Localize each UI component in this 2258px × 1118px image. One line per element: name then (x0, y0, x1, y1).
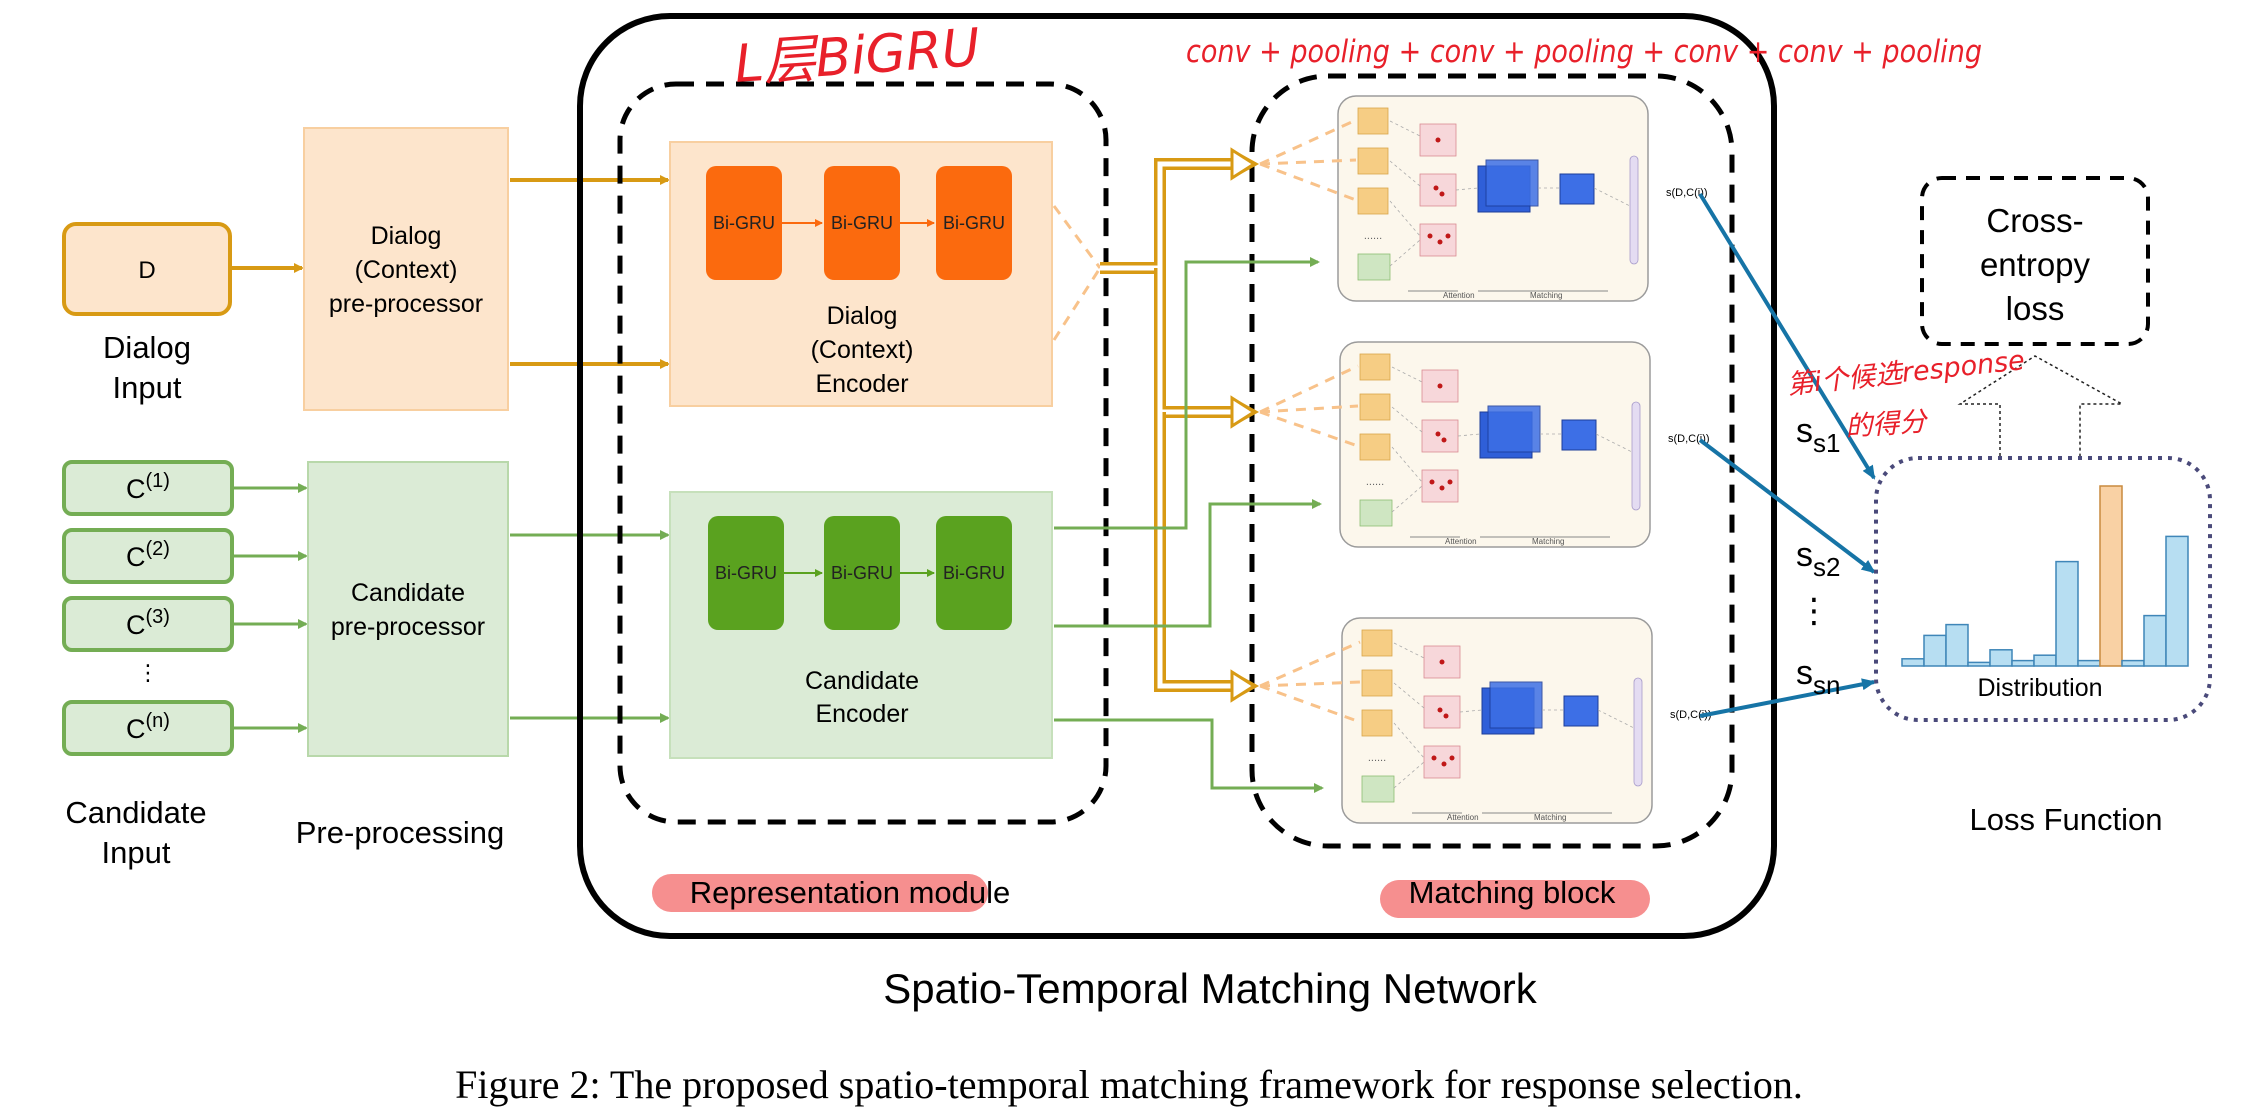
score-s1-sub: s1 (1813, 428, 1840, 458)
network-frame (577, 13, 1777, 939)
bigru-cell (824, 516, 900, 630)
dialog-encoder-fan (1052, 205, 1102, 341)
candidate-ellipsis: ⋮ (137, 660, 159, 685)
distribution-bar (1967, 661, 1991, 667)
dialog-input-label-d: D (138, 257, 155, 284)
candidate-representation-routes (1054, 257, 1324, 793)
dialog-preprocessor-label-3: pre-processor (329, 290, 483, 318)
dialog-encoder-label-2: (Context) (811, 336, 914, 364)
candidate-preprocessor-label-2: pre-processor (331, 613, 485, 641)
matching-label: Matching (1532, 537, 1564, 546)
matching-block-frame (1249, 73, 1735, 849)
matching-label: Matching (1534, 813, 1566, 822)
dialog-bigru-cells: Bi-GRU Bi-GRU Bi-GRU (706, 166, 1012, 280)
dialog-input-caption-2: Input (113, 370, 182, 405)
preprocessing-label: Pre-processing (296, 815, 504, 850)
matching-score-label: s(D,C(i)) (1666, 187, 1708, 199)
candidate-input-box (62, 596, 234, 652)
representation-module-highlight (652, 874, 988, 912)
cross-entropy-label-2: entropy (1980, 246, 2091, 283)
distribution-bar (1923, 634, 1947, 667)
bigru-cell (706, 166, 782, 280)
matching-thumbnail-1: s(D,C(i)) Attention Matching (1259, 95, 1708, 302)
distribution-bar (2077, 659, 2101, 667)
matching-block-label: Matching block (1409, 875, 1616, 910)
bigru-cell (936, 166, 1012, 280)
dialog-preprocessor-label-1: Dialog (371, 222, 442, 250)
bigru-cell (936, 516, 1012, 630)
score-arrows (1698, 192, 1876, 718)
loss-function-label: Loss Function (1970, 802, 2163, 837)
dialog-representation-bus (1100, 147, 1254, 703)
candidate-encoder-label-1: Candidate (805, 667, 919, 695)
bigru-label: Bi-GRU (943, 563, 1005, 583)
bigru-label: Bi-GRU (715, 563, 777, 583)
bigru-label: Bi-GRU (831, 213, 893, 233)
dialog-encoder-label-1: Dialog (827, 302, 898, 330)
loss-up-arrow (1957, 355, 2123, 456)
score-s2-sub: s2 (1813, 552, 1840, 582)
candidate-preprocessor-arrows (510, 530, 670, 723)
bigru-cell (824, 166, 900, 280)
bigru-label: Bi-GRU (713, 213, 775, 233)
representation-module-label: Representation module (690, 875, 1011, 910)
dialog-encoder-label-3: Encoder (815, 370, 908, 398)
handwritten-pipeline-note: conv + pooling + conv + pooling + conv +… (1186, 34, 1982, 70)
score-ellipsis: ⋮ (1797, 592, 1831, 630)
candidate-input-caption-2: Input (102, 835, 171, 870)
matching-label: Matching (1530, 291, 1562, 300)
distribution-bar (2121, 659, 2145, 667)
figure-caption: Figure 2: The proposed spatio-temporal m… (455, 1062, 1803, 1107)
candidate-bigru-cells: Bi-GRU Bi-GRU Bi-GRU (708, 516, 1012, 630)
dialog-preprocessor (303, 127, 509, 411)
candidate-preprocessor (307, 461, 509, 757)
dialog-preprocessor-label-2: (Context) (355, 256, 458, 284)
distribution-bar (1989, 649, 2013, 667)
distribution-bar (2165, 535, 2189, 667)
distribution-bar (2099, 485, 2123, 667)
dialog-preprocessor-arrows (510, 175, 670, 369)
candidate-encoder-label-2: Encoder (815, 700, 908, 728)
distribution-bar (2055, 560, 2079, 667)
candidate-input-box (62, 528, 234, 584)
candidate-input-caption-1: Candidate (65, 795, 206, 830)
dialog-input-box (62, 222, 232, 316)
matching-score-label: s(D,C(i)) (1668, 433, 1710, 445)
candidate-input-box (62, 460, 234, 516)
attention-label: Attention (1443, 291, 1475, 300)
score-sn-sub: sn (1813, 670, 1840, 700)
matching-score-label: s(D,C(i)) (1670, 709, 1712, 721)
candidate-input-arrows (234, 483, 308, 733)
distribution-bar (2143, 614, 2167, 667)
candidate-input-box (62, 700, 234, 756)
dialog-input-caption-1: Dialog (103, 330, 191, 365)
distribution-chart (1901, 485, 2189, 667)
bigru-label: Bi-GRU (831, 563, 893, 583)
matching-block-highlight (1380, 880, 1650, 918)
handwritten-score-note-2: 的得分 (1844, 406, 1930, 443)
matching-thumbnail-2: s(D,C(i)) Attention Matching (1259, 341, 1710, 548)
distribution-bar (1945, 623, 1969, 667)
cross-entropy-box (1920, 176, 2150, 346)
cross-entropy-label-3: loss (2006, 290, 2065, 327)
distribution-bar (2033, 654, 2057, 667)
representation-module-frame (617, 81, 1109, 825)
attention-label: Attention (1445, 537, 1477, 546)
distribution-bar (1901, 658, 1925, 667)
distribution-bar (2011, 659, 2035, 667)
candidate-preprocessor-label-1: Candidate (351, 579, 465, 607)
network-title: Spatio-Temporal Matching Network (883, 965, 1538, 1012)
candidate-input-list: C(1) C(2) C(3) ⋮ C(n) (62, 460, 234, 756)
matching-thumbnail-3: s(D,C(i)) Attention Matching (1259, 617, 1712, 824)
distribution-label: Distribution (1977, 674, 2102, 702)
bigru-cell (708, 516, 784, 630)
handwritten-bigru-note: L层BiGRU (733, 18, 982, 95)
cross-entropy-label-1: Cross- (1986, 202, 2083, 239)
bigru-label: Bi-GRU (943, 213, 1005, 233)
score-sn: ssn (1796, 654, 1840, 700)
attention-label: Attention (1447, 813, 1479, 822)
score-s1: ss1 (1796, 412, 1840, 458)
